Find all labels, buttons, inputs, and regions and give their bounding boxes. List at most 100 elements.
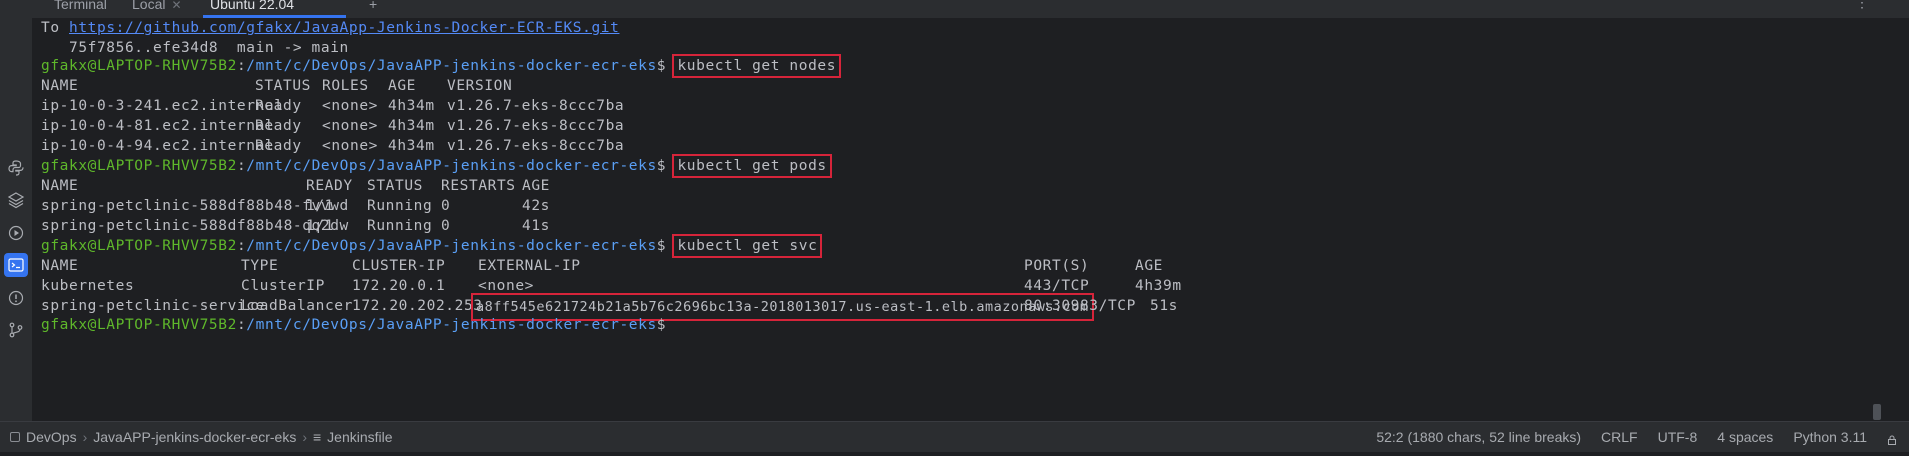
node-age: 4h34m — [388, 118, 435, 134]
prompt-user: gfakx@LAPTOP-RHVV75B2 — [41, 317, 237, 333]
svc-header-name: NAME — [41, 258, 79, 274]
command-get-pods: kubectl get pods — [672, 154, 832, 178]
svc-header-type: TYPE — [241, 258, 279, 274]
project-icon — [10, 432, 20, 442]
terminal-tool-title: Terminal — [54, 0, 107, 12]
node-version: v1.26.7-eks-8ccc7ba — [447, 98, 625, 114]
svc-header-ports: PORT(S) — [1024, 258, 1090, 274]
terminal-tab-strip: Terminal Local ✕ Ubuntu 22.04 + ⋮ — [0, 0, 1909, 19]
file-lines-icon: ≡ — [313, 429, 322, 445]
svc-cluster-ip: 172.20.202.253 — [352, 298, 483, 314]
services-icon — [8, 225, 24, 241]
node-status: Ready — [255, 98, 302, 114]
svc-ports: 443/TCP — [1024, 278, 1090, 294]
close-icon[interactable]: ✕ — [171, 0, 182, 12]
file-encoding[interactable]: UTF-8 — [1657, 429, 1698, 445]
prompt-path: /mnt/c/DevOps/JavaAPP-jenkins-docker-ecr… — [246, 238, 657, 254]
svc-row: kubernetes ClusterIP 172.20.0.1 <none> 4… — [41, 276, 1841, 296]
nodes-header-name: NAME — [41, 78, 79, 94]
chevron-right-icon: › — [302, 429, 307, 445]
nodes-row: ip-10-0-4-81.ec2.internal Ready <none> 4… — [41, 116, 1841, 136]
pod-name: spring-petclinic-588df88b48-qq2dw — [41, 218, 349, 234]
terminal-scrollbar[interactable] — [1873, 404, 1881, 420]
prompt-separator: : — [236, 158, 247, 174]
layers-icon — [7, 192, 25, 209]
prompt-end: $ — [656, 317, 676, 333]
python-interpreter[interactable]: Python 3.11 — [1793, 429, 1867, 445]
tool-window-strip — [0, 18, 33, 421]
command-get-nodes: kubectl get nodes — [672, 54, 842, 78]
prompt-end: $ — [656, 158, 676, 174]
svc-age: 51s — [1150, 298, 1178, 314]
pod-status: Running — [367, 218, 433, 234]
nodes-row: ip-10-0-3-241.ec2.internal Ready <none> … — [41, 96, 1841, 116]
breadcrumb-folder[interactable]: JavaAPP-jenkins-docker-ecr-eks — [93, 429, 297, 445]
svc-header-row: NAME TYPE CLUSTER-IP EXTERNAL-IP PORT(S)… — [41, 256, 1841, 276]
tab-ubuntu-label: Ubuntu 22.04 — [210, 0, 295, 12]
prompt-separator: : — [236, 317, 247, 333]
problems-icon — [8, 290, 24, 306]
pod-age: 41s — [522, 218, 550, 234]
prompt-user: gfakx@LAPTOP-RHVV75B2 — [41, 158, 237, 174]
node-version: v1.26.7-eks-8ccc7ba — [447, 138, 625, 154]
prompt-line-svc: gfakx@LAPTOP-RHVV75B2:/mnt/c/DevOps/Java… — [41, 234, 823, 258]
git-push-url-line: To https://github.com/gfakx/JavaApp-Jenk… — [41, 18, 619, 38]
pod-age: 42s — [522, 198, 550, 214]
pods-header-name: NAME — [41, 178, 79, 194]
tab-ubuntu[interactable]: Ubuntu 22.04 — [206, 0, 298, 14]
svc-header-cluster-ip: CLUSTER-IP — [352, 258, 446, 274]
pod-restarts: 0 — [441, 198, 451, 214]
svc-external-ip-highlighted: a8ff545e621724b21a5b76c2696bc13a-2018013… — [471, 293, 1094, 321]
breadcrumb-project[interactable]: DevOps — [26, 429, 77, 445]
svc-header-external-ip: EXTERNAL-IP — [478, 258, 581, 274]
git-icon — [9, 322, 23, 338]
pods-header-age: AGE — [522, 178, 550, 194]
terminal-output[interactable]: To https://github.com/gfakx/JavaApp-Jenk… — [33, 18, 1909, 421]
nodes-header-version: VERSION — [447, 78, 513, 94]
svc-age: 4h39m — [1135, 278, 1182, 294]
svc-name: spring-petclinic-service — [41, 298, 265, 314]
node-name: ip-10-0-4-94.ec2.internal — [41, 138, 275, 154]
tab-local-label: Local — [132, 0, 166, 12]
node-version: v1.26.7-eks-8ccc7ba — [447, 118, 625, 134]
prompt-line-current: gfakx@LAPTOP-RHVV75B2:/mnt/c/DevOps/Java… — [41, 315, 675, 335]
line-ending[interactable]: CRLF — [1601, 429, 1638, 445]
nodes-header-age: AGE — [388, 78, 416, 94]
node-status: Ready — [255, 138, 302, 154]
indent-setting[interactable]: 4 spaces — [1717, 429, 1774, 445]
prompt-line-pods: gfakx@LAPTOP-RHVV75B2:/mnt/c/DevOps/Java… — [41, 154, 832, 178]
nodes-header-status: STATUS — [255, 78, 311, 94]
prompt-separator: : — [236, 58, 247, 74]
git-button[interactable] — [4, 318, 28, 342]
pod-restarts: 0 — [441, 218, 451, 234]
lock-icon[interactable] — [1887, 432, 1897, 445]
new-tab-button[interactable]: + — [369, 0, 378, 12]
services-button[interactable] — [4, 221, 28, 245]
svc-ports: 80:30983/TCP — [1024, 298, 1136, 314]
caret-position[interactable]: 52:2 (1880 chars, 52 line breaks) — [1376, 429, 1582, 445]
prompt-path: /mnt/c/DevOps/JavaAPP-jenkins-docker-ecr… — [246, 158, 657, 174]
prompt-end: $ — [656, 238, 676, 254]
nodes-row: ip-10-0-4-94.ec2.internal Ready <none> 4… — [41, 136, 1841, 156]
svc-type: ClusterIP — [241, 278, 325, 294]
breadcrumb-file[interactable]: Jenkinsfile — [327, 429, 393, 445]
python-packages-button[interactable] — [4, 188, 28, 212]
svc-row: spring-petclinic-service LoadBalancer 17… — [41, 293, 1841, 321]
nodes-header-row: NAME STATUS ROLES AGE VERSION — [41, 76, 1841, 96]
nodes-header-roles: ROLES — [322, 78, 369, 94]
tab-local[interactable]: Local ✕ — [128, 0, 186, 14]
prompt-user: gfakx@LAPTOP-RHVV75B2 — [41, 58, 237, 74]
svc-name: kubernetes — [41, 278, 135, 294]
github-repo-link[interactable]: https://github.com/gfakx/JavaApp-Jenkins… — [69, 20, 620, 36]
prompt-user: gfakx@LAPTOP-RHVV75B2 — [41, 238, 237, 254]
terminal-button[interactable] — [4, 253, 28, 277]
pod-ready: 1/1 — [306, 218, 334, 234]
pods-header-ready: READY — [306, 178, 353, 194]
node-age: 4h34m — [388, 138, 435, 154]
node-roles: <none> — [322, 98, 378, 114]
more-options-icon[interactable]: ⋮ — [1855, 0, 1869, 10]
python-console-button[interactable] — [4, 156, 28, 180]
prompt-line-nodes: gfakx@LAPTOP-RHVV75B2:/mnt/c/DevOps/Java… — [41, 54, 842, 78]
problems-button[interactable] — [4, 286, 28, 310]
pod-status: Running — [367, 198, 433, 214]
